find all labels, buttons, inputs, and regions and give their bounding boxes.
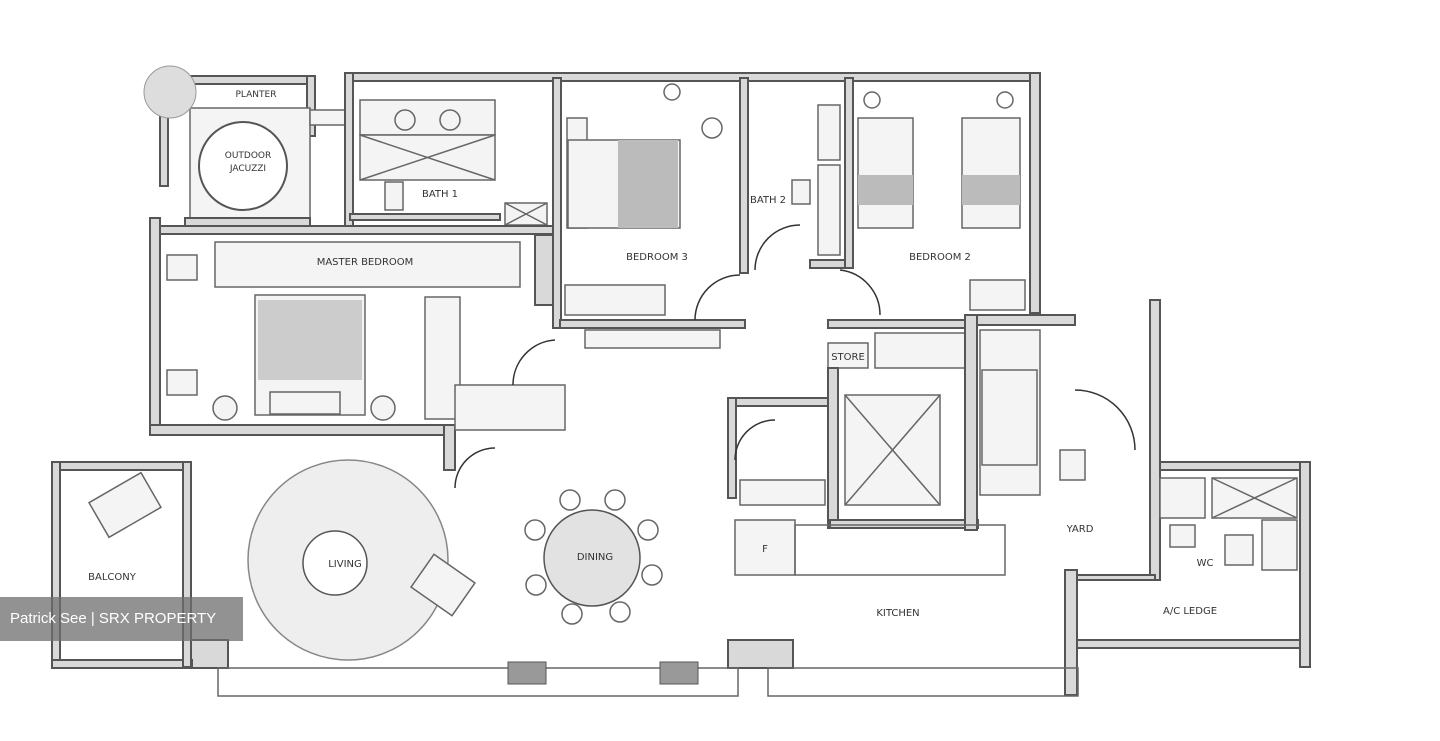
jacuzzi-area [143, 65, 351, 227]
bedroom3-furniture [552, 77, 749, 349]
room-labels: PLANTER OUTDOOR JACUZZI BATH 1 MASTER BE… [88, 90, 1217, 619]
living-dining-furniture [87, 447, 1079, 697]
label-balcony: BALCONY [88, 572, 137, 583]
label-fridge: F [762, 544, 768, 555]
bedroom2-furniture [827, 77, 1026, 369]
label-bath2: BATH 2 [750, 195, 786, 206]
label-planter: PLANTER [236, 90, 277, 100]
wc-fixtures [1076, 477, 1298, 581]
label-wc: WC [1197, 558, 1214, 569]
bath2-fixtures [754, 104, 881, 316]
label-kitchen: KITCHEN [876, 608, 919, 619]
service-core [827, 314, 1136, 531]
label-bedroom2: BEDROOM 2 [909, 252, 971, 263]
label-outdoor: OUTDOOR [225, 151, 272, 161]
label-yard: YARD [1066, 524, 1094, 535]
watermark-text: Patrick See | SRX PROPERTY [10, 610, 217, 627]
label-ac-ledge: A/C LEDGE [1163, 606, 1217, 617]
bath1-fixtures [344, 72, 548, 229]
label-living: LIVING [328, 559, 362, 570]
label-bath1: BATH 1 [422, 189, 458, 200]
label-jacuzzi: JACUZZI [229, 164, 266, 174]
label-master-bedroom: MASTER BEDROOM [317, 257, 414, 268]
outer-walls [51, 72, 1311, 696]
master-bedroom-furniture [159, 225, 566, 431]
label-dining: DINING [577, 552, 613, 563]
label-bedroom3: BEDROOM 3 [626, 252, 688, 263]
kitchen-fixtures [727, 397, 1006, 576]
watermark-banner: Patrick See | SRX PROPERTY [0, 597, 243, 641]
label-store: STORE [831, 352, 865, 363]
